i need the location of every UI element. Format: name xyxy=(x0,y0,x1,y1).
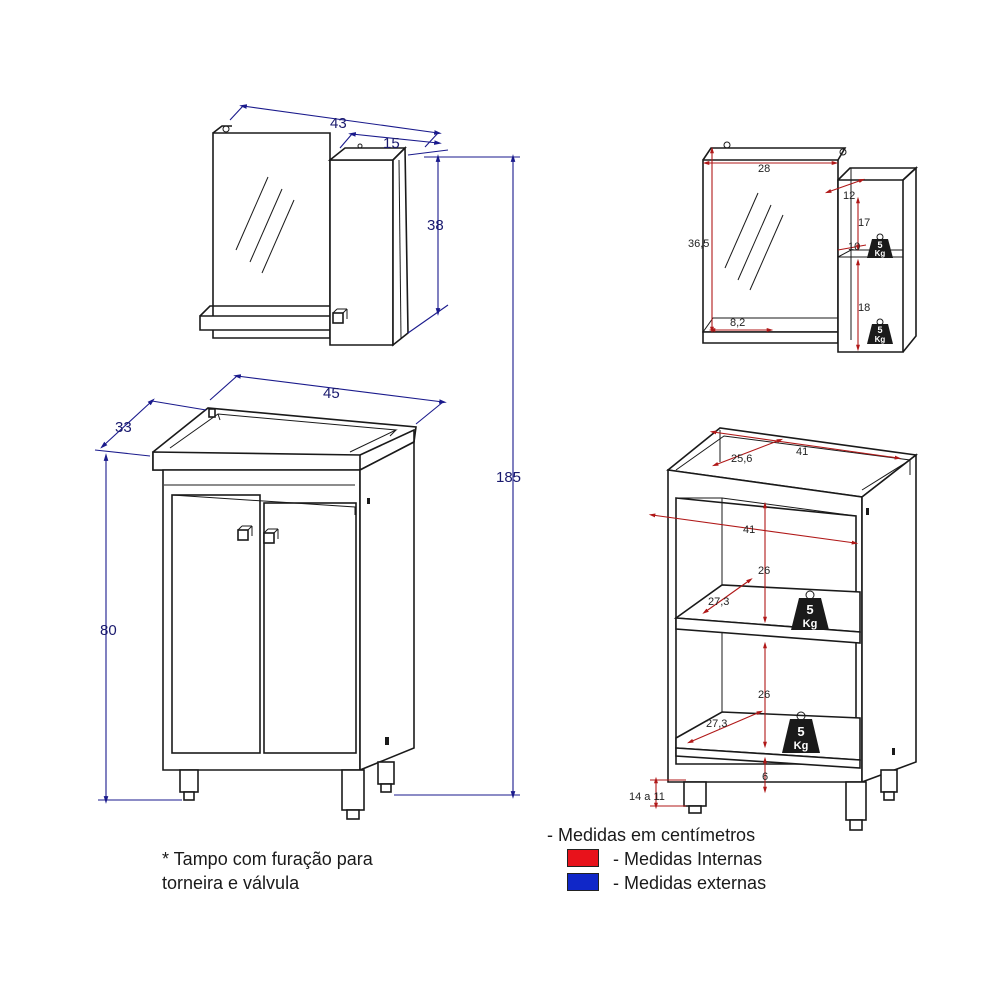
dim-8-2: 8,2 xyxy=(730,317,745,329)
mirror-cabinet-open xyxy=(702,141,919,353)
tampo-note-line1: * Tampo com furação para xyxy=(162,849,373,869)
dim-18: 18 xyxy=(858,302,870,314)
svg-text:5: 5 xyxy=(877,240,882,250)
dim-36-5: 36,5 xyxy=(688,238,709,250)
svg-text:Kg: Kg xyxy=(803,618,818,630)
svg-text:Kg: Kg xyxy=(875,249,886,258)
dim-27-3-upper: 27,3 xyxy=(708,596,729,608)
dim-10: 10 xyxy=(848,241,860,253)
mirror-cabinet-front xyxy=(199,125,409,347)
dim-26-lower: 26 xyxy=(758,689,770,701)
dim-26-upper: 26 xyxy=(758,565,770,577)
dim-15: 15 xyxy=(383,135,400,152)
dim-25-6: 25,6 xyxy=(731,453,752,465)
legend-swatch-external xyxy=(567,873,599,891)
dim-28: 28 xyxy=(758,163,770,175)
legend-item-internal: - Medidas Internas xyxy=(567,847,766,871)
legend-label-internal: - Medidas Internas xyxy=(613,849,763,869)
dim-12: 12 xyxy=(843,190,855,202)
dim-43: 43 xyxy=(330,115,347,132)
tampo-note: * Tampo com furação para torneira e válv… xyxy=(162,847,373,895)
dim-41-inner: 41 xyxy=(743,524,755,536)
dim-80: 80 xyxy=(100,622,117,639)
external-dimensions: 43 15 38 185 45 33 80 xyxy=(94,104,521,804)
legend-label-external: - Medidas externas xyxy=(613,873,767,893)
dim-27-3-lower: 27,3 xyxy=(706,718,727,730)
legend-swatch-internal xyxy=(567,849,599,867)
dim-45: 45 xyxy=(323,385,340,402)
dim-6: 6 xyxy=(762,771,768,783)
svg-text:Kg: Kg xyxy=(794,740,809,752)
svg-text:5: 5 xyxy=(877,325,882,335)
sink-cabinet-front xyxy=(152,407,417,820)
weight-badge: 5 Kg xyxy=(867,318,893,344)
dim-41-top: 41 xyxy=(796,446,808,458)
internal-dimensions: 28 36,5 8,2 12 17 10 18 25,6 41 41 26 27… xyxy=(629,146,902,810)
svg-text:5: 5 xyxy=(797,724,804,739)
dim-17: 17 xyxy=(858,217,870,229)
legend: - Medidas em centímetros - Medidas Inter… xyxy=(547,823,766,895)
svg-text:Kg: Kg xyxy=(875,335,886,344)
dim-38: 38 xyxy=(427,217,444,234)
legend-item-external: - Medidas externas xyxy=(567,871,766,895)
weight-badge: 5 Kg xyxy=(791,590,829,630)
legend-title: - Medidas em centímetros xyxy=(547,825,756,845)
dim-185: 185 xyxy=(496,469,521,486)
dim-14-a-11: 14 a 11 xyxy=(629,791,665,803)
svg-text:5: 5 xyxy=(806,602,813,617)
dim-33: 33 xyxy=(115,419,132,436)
weight-badge: 5 Kg xyxy=(867,233,893,258)
weight-badge: 5 Kg xyxy=(782,711,820,753)
tampo-note-line2: torneira e válvula xyxy=(162,873,300,893)
